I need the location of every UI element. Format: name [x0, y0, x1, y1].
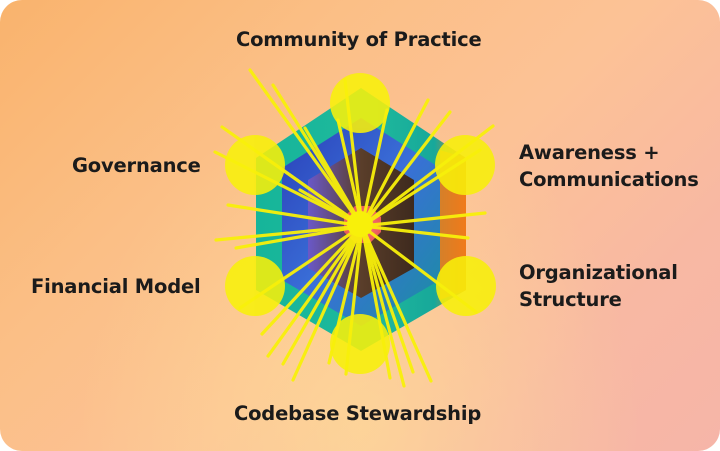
label-codebase-stewardship: Codebase Stewardship: [234, 402, 482, 425]
node-circle-lower-right: [436, 256, 496, 316]
label-organizational-structure: Organizational Structure: [519, 259, 678, 313]
label-organizational-line1: Organizational: [519, 261, 678, 284]
label-awareness-line2: Communications: [519, 168, 699, 191]
node-circles: [225, 73, 496, 374]
label-awareness-communications: Awareness + Communications: [519, 139, 699, 193]
node-circle-upper-right: [435, 135, 495, 195]
node-circle-upper-left: [225, 135, 285, 195]
label-financial-model: Financial Model: [31, 275, 201, 298]
label-community-of-practice: Community of Practice: [236, 28, 482, 51]
light-rays: [213, 68, 495, 388]
label-governance: Governance: [72, 154, 201, 177]
center-dot: [347, 211, 373, 237]
node-circle-bottom: [330, 314, 390, 374]
node-circle-top: [330, 73, 390, 133]
label-awareness-line1: Awareness +: [519, 141, 660, 164]
label-organizational-line2: Structure: [519, 288, 622, 311]
node-circle-lower-left: [225, 256, 285, 316]
